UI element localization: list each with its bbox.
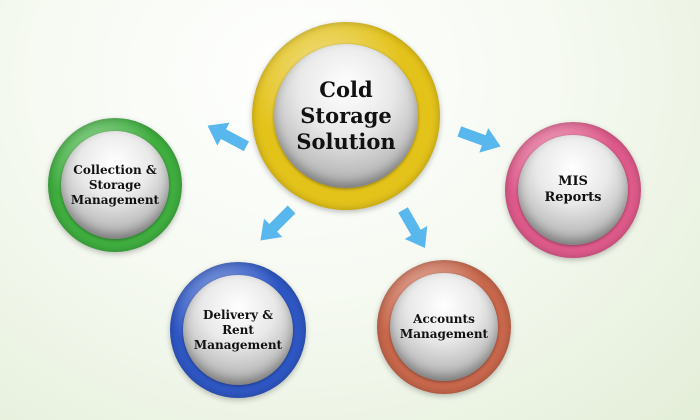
collection-node-core: Collection & Storage Management (61, 131, 169, 239)
center-node-label: Cold Storage Solution (296, 76, 396, 155)
accounts-node: Accounts Management (377, 260, 511, 394)
center-node-core: Cold Storage Solution (274, 44, 418, 188)
accounts-node-label: Accounts Management (399, 312, 489, 341)
delivery-node: Delivery & Rent Management (170, 262, 306, 398)
delivery-node-core: Delivery & Rent Management (183, 275, 293, 385)
collection-node: Collection & Storage Management (48, 118, 182, 252)
center-node: Cold Storage Solution (252, 22, 440, 210)
collection-node-label: Collection & Storage Management (70, 162, 160, 207)
accounts-node-core: Accounts Management (390, 273, 498, 381)
arrow-to-accounts (398, 207, 428, 249)
arrow-to-mis (457, 126, 501, 153)
mis-reports-node-core: MIS Reports (518, 135, 628, 245)
delivery-node-label: Delivery & Rent Management (193, 307, 283, 352)
mis-reports-node-label: MIS Reports (544, 173, 602, 205)
arrow-to-collection (207, 122, 250, 152)
mis-reports-node: MIS Reports (505, 122, 641, 258)
arrow-to-delivery (260, 205, 296, 241)
